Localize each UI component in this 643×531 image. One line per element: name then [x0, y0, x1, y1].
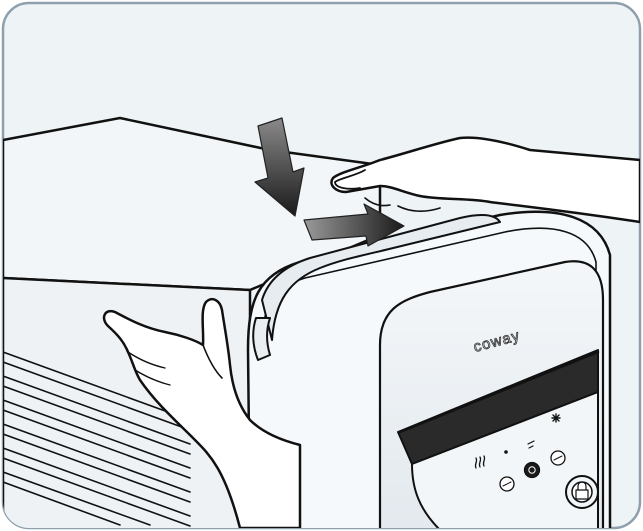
dispenser-opening [398, 350, 600, 434]
power-icon [523, 461, 541, 479]
cover-grip [252, 317, 271, 361]
lower-hand-fingers [127, 351, 171, 386]
upper-hand [330, 136, 640, 224]
cabinet-vent [3, 351, 191, 527]
lock-icon [565, 475, 599, 509]
slide-right-arrow-icon [303, 203, 405, 247]
lower-hand [102, 298, 302, 528]
snowflake-icon [551, 413, 561, 423]
cold-icon [527, 440, 535, 449]
water-drop-icon [504, 450, 508, 454]
push-down-arrow-icon [254, 117, 305, 217]
top-cover [261, 213, 501, 341]
upper-hand-fingers [364, 197, 441, 212]
lower-hand-thumb-line [202, 344, 223, 379]
heat-icon [474, 455, 486, 469]
control-panel [411, 391, 599, 528]
upper-thumb [334, 169, 366, 190]
